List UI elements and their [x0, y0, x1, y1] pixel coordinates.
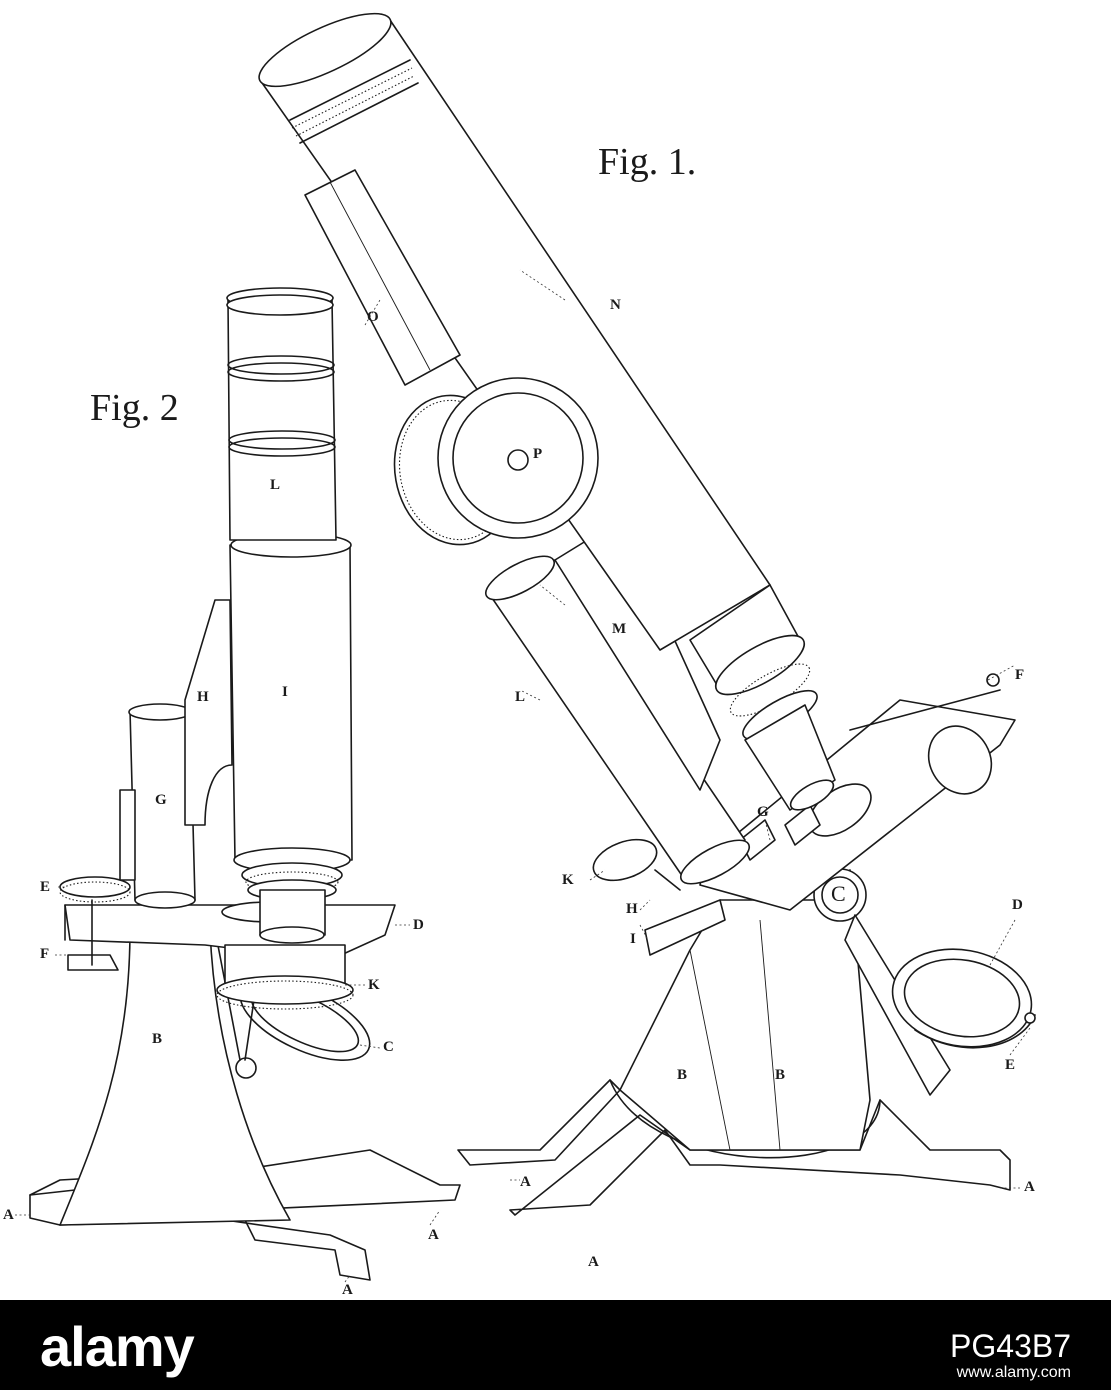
fig1-label-m: M — [612, 621, 627, 637]
fig1-label-a1: A — [520, 1174, 531, 1190]
fig1-stage-clip-f — [849, 689, 1001, 731]
fig1-base-ring — [609, 1079, 881, 1159]
fig1-label-b1: B — [677, 1067, 688, 1083]
fig1-fine-focus-k — [592, 838, 658, 882]
fig1-label-n: N — [610, 297, 621, 313]
fig2-label-a2: A — [428, 1227, 439, 1243]
fig1-label-i: I — [630, 931, 636, 947]
fig2-label-a3: A — [342, 1282, 353, 1298]
fig1-label-k: K — [562, 872, 574, 888]
fig2-mirror-pivot — [235, 1057, 257, 1079]
alamy-logo: alamy — [40, 1315, 195, 1378]
fig2-label-a1: A — [3, 1207, 14, 1223]
fig1-label-f: F — [1015, 667, 1025, 683]
fig2-label-g: G — [155, 792, 167, 808]
fig1-label-g: G — [757, 804, 769, 820]
microscope-illustration — [15, 12, 1036, 1283]
fig2-label-c: C — [383, 1039, 394, 1055]
fig1-pillar — [619, 869, 871, 1151]
fig2-label-f: F — [40, 946, 50, 962]
fig1-label-h: H — [626, 901, 638, 917]
watermark-band: alamy PG43B7 www.alamy.com — [0, 1300, 1111, 1390]
fig2-label-l: L — [270, 477, 281, 493]
fig1-title: Fig. 1. — [598, 141, 697, 183]
fig1-label-a3: A — [1024, 1179, 1035, 1195]
fig1-eyepiece-cap — [258, 12, 392, 88]
fig1-label-p: P — [533, 446, 543, 462]
engraving-plate: Fig. 1. Fig. 2 N O P M L F G K C H I D E… — [3, 12, 1036, 1298]
fig2-label-d: D — [413, 917, 424, 933]
fig2-body-tube-i — [229, 544, 353, 861]
fig2-label-k: K — [368, 977, 380, 993]
fig1-substage-arm — [644, 899, 726, 956]
fig1-label-c: C — [831, 881, 846, 906]
fig1-label-l: L — [515, 689, 526, 705]
fig1-label-a2: A — [588, 1254, 599, 1270]
fig2-label-e: E — [40, 879, 51, 895]
fig1-draw-tube-o — [304, 169, 461, 386]
fig2-title: Fig. 2 — [90, 387, 179, 429]
fig2-draw-tube-l — [227, 299, 337, 541]
fig1-mirror-gimbal-e — [914, 1014, 1036, 1049]
fig1-label-d: D — [1012, 897, 1023, 913]
fig1-label-b2: B — [775, 1067, 786, 1083]
stock-id: PG43B7 — [950, 1328, 1071, 1364]
fig2-arm-h — [184, 599, 233, 826]
fig2-label-b: B — [152, 1031, 163, 1047]
fig1-label-e: E — [1005, 1057, 1016, 1073]
fig2-objective — [259, 889, 326, 936]
fig1-microscope — [258, 12, 1036, 1216]
fig2-microscope — [15, 287, 461, 1283]
stock-url: www.alamy.com — [956, 1364, 1071, 1381]
fig1-label-o: O — [367, 309, 379, 325]
fig2-label-i: I — [282, 684, 288, 700]
fig2-label-h: H — [197, 689, 209, 705]
